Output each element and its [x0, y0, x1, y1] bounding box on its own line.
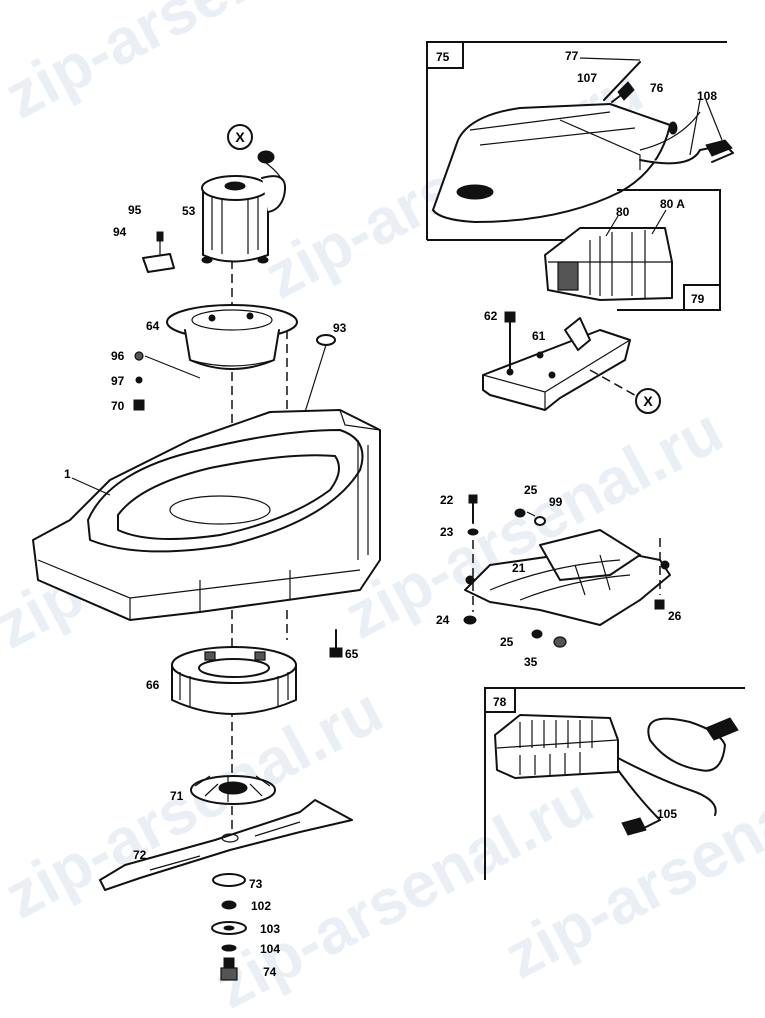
label-80: 80 [616, 205, 630, 219]
motor-53 [201, 150, 286, 264]
connector-x-label: X [643, 393, 653, 409]
label-35: 35 [524, 655, 538, 669]
label-76: 76 [650, 81, 664, 95]
label-25b: 25 [500, 635, 514, 649]
label-1: 1 [64, 467, 71, 481]
label-64: 64 [146, 319, 160, 333]
bracket-94 [142, 231, 175, 273]
label-103: 103 [260, 922, 280, 936]
label-66: 66 [146, 678, 160, 692]
label-72: 72 [133, 848, 147, 862]
label-24: 24 [436, 613, 450, 627]
label-93: 93 [333, 321, 347, 335]
charger [494, 714, 739, 836]
label-26: 26 [668, 609, 682, 623]
stator-66 [171, 646, 297, 715]
fan-71 [190, 775, 276, 805]
label-95: 95 [128, 203, 142, 217]
label-22: 22 [440, 493, 454, 507]
label-105: 105 [657, 807, 677, 821]
part-labels: 1 53 94 95 64 96 97 70 93 65 66 71 72 73… [64, 49, 717, 979]
deck-housing-1 [32, 409, 381, 621]
label-62: 62 [484, 309, 498, 323]
chute-21 [464, 529, 671, 626]
connector-x-label: X [235, 129, 245, 145]
label-78: 78 [493, 695, 507, 709]
connector-x-marker: X [227, 124, 253, 150]
label-99: 99 [549, 495, 563, 509]
box-79 [617, 189, 721, 311]
screw-26 [654, 538, 665, 610]
label-79: 79 [691, 292, 705, 306]
label-71: 71 [170, 789, 184, 803]
label-70: 70 [111, 399, 125, 413]
label-97: 97 [111, 374, 125, 388]
label-107: 107 [577, 71, 597, 85]
label-23: 23 [440, 525, 454, 539]
box-78 [484, 687, 745, 880]
label-77: 77 [565, 49, 579, 63]
leader-1 [71, 477, 111, 496]
label-21: 21 [512, 561, 526, 575]
label-94: 94 [113, 225, 127, 239]
label-65: 65 [345, 647, 359, 661]
label-96: 96 [111, 349, 125, 363]
label-102: 102 [251, 899, 271, 913]
motor-mount-64 [166, 304, 298, 370]
label-75: 75 [436, 50, 450, 64]
label-73: 73 [249, 877, 263, 891]
label-25a: 25 [524, 483, 538, 497]
hardware-stack [211, 873, 247, 981]
fasteners-25-99 [514, 508, 567, 648]
label-80a: 80 A [660, 197, 685, 211]
blade-72 [99, 799, 353, 891]
fasteners-22-23-24 [463, 494, 479, 625]
label-61: 61 [532, 329, 546, 343]
battery-pack [544, 209, 673, 301]
connector-x-marker-2: X [635, 388, 661, 414]
battery-tray [482, 311, 641, 411]
label-53: 53 [182, 204, 196, 218]
label-108: 108 [697, 89, 717, 103]
fastener-stack-96-97-70 [133, 351, 201, 411]
watermark-text: zip-arsenal.ru [0, 0, 394, 132]
bolt-65 [329, 629, 343, 658]
label-74: 74 [263, 965, 277, 979]
cover-part [432, 57, 734, 223]
label-104: 104 [260, 942, 280, 956]
